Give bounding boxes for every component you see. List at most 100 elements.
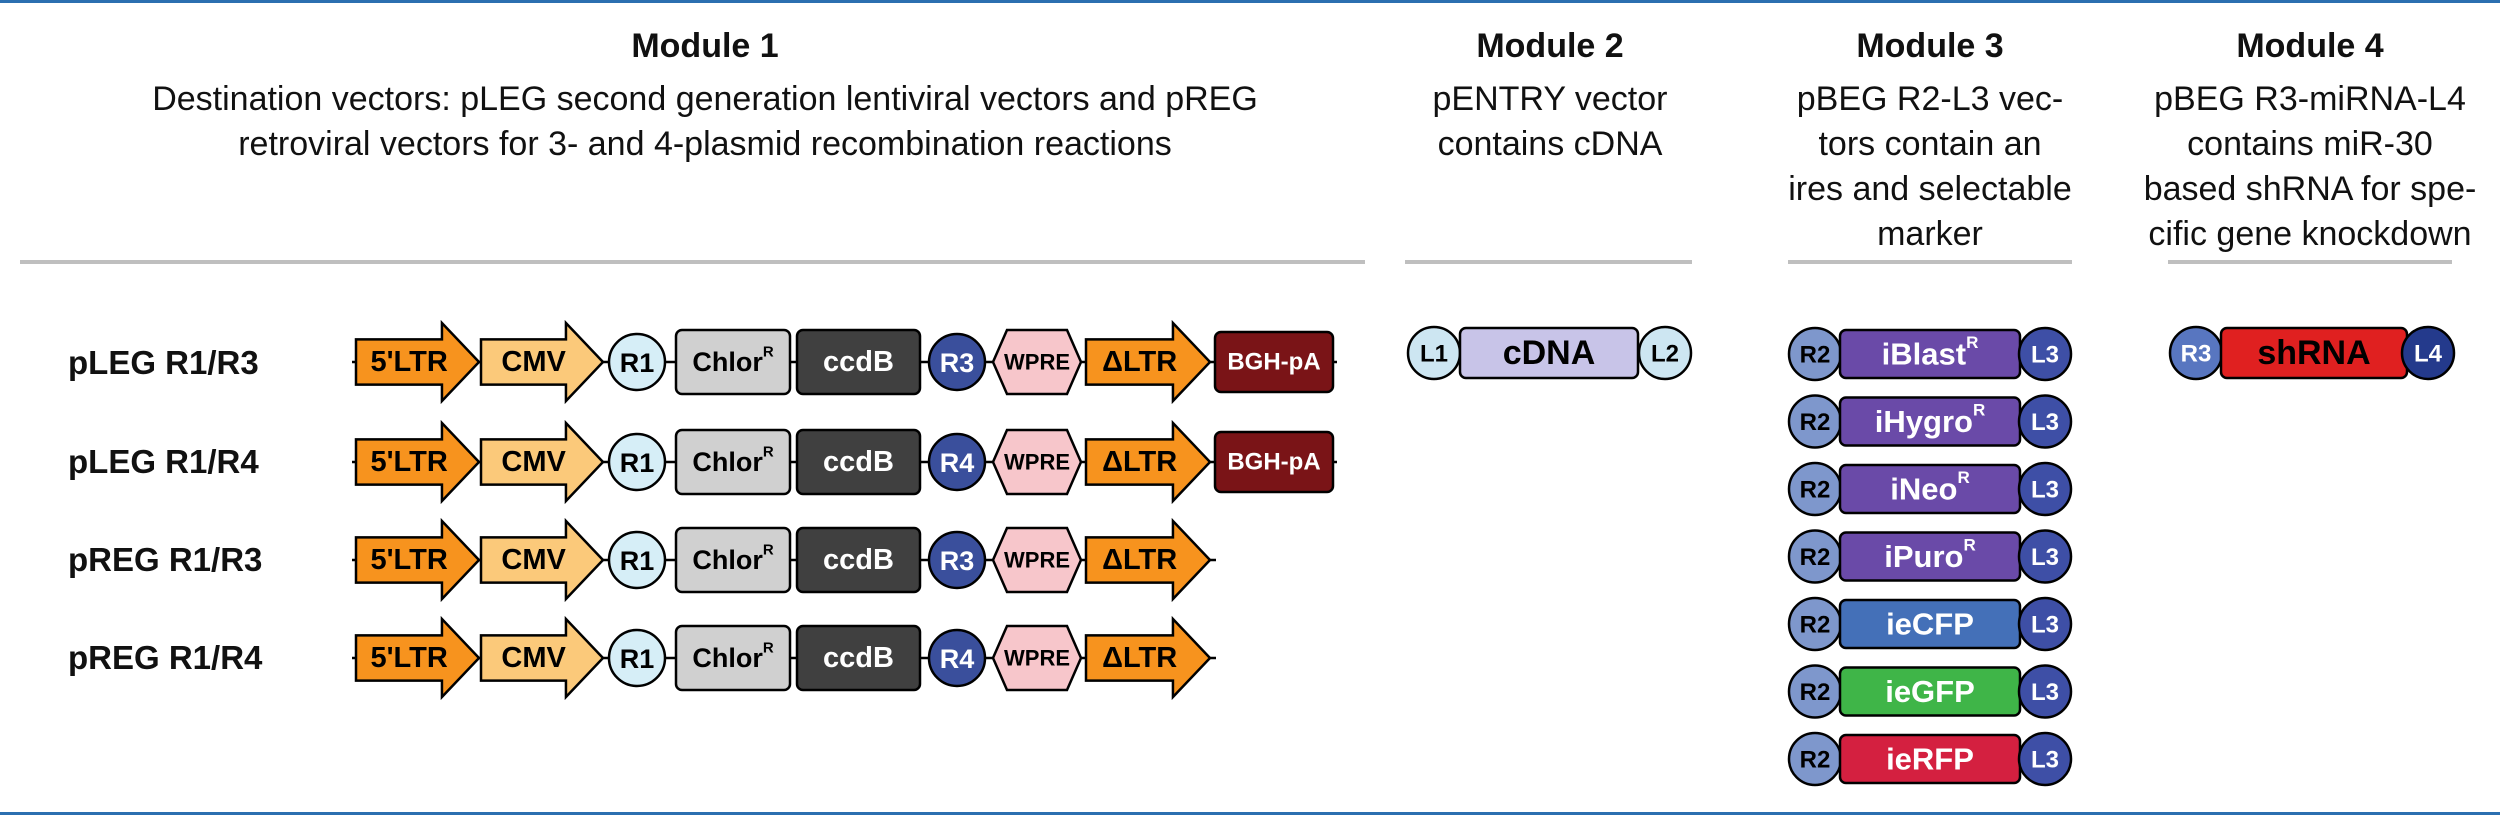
delta-ltr-arrow-label: ΔLTR — [1102, 346, 1177, 378]
marker-l3-site-label: L3 — [2031, 477, 2059, 504]
r1-site-label: R1 — [620, 644, 655, 674]
module-4-description-line: pBEG R3-miRNA-L4 — [2154, 80, 2466, 118]
delta-ltr-arrow — [1084, 319, 1212, 405]
recombination-site — [927, 628, 987, 688]
cmv-promoter-arrow — [479, 517, 605, 603]
marker-l3-site — [2017, 596, 2073, 652]
module-4-description-line: contains miR-30 — [2187, 125, 2433, 163]
marker-box-label: iNeoR — [1890, 468, 1969, 507]
bgh-pa-box — [1213, 430, 1335, 494]
module-3-description: pBEG R2-L3 vec- tors contain an ires and… — [1760, 77, 2100, 257]
r1-site — [607, 332, 667, 392]
marker-l3-site-label: L3 — [2031, 679, 2059, 706]
ccdb-box-label: ccdB — [823, 544, 894, 576]
ltr5-arrow-label: 5'LTR — [371, 346, 448, 378]
delta-ltr-arrow — [1084, 419, 1212, 505]
chlor-resistance-box — [674, 428, 792, 496]
cmv-promoter-arrow-label: CMV — [501, 446, 566, 478]
entry-l2-site — [1637, 325, 1693, 381]
marker-l3-site-label: L3 — [2031, 612, 2059, 639]
shrna-box-label: shRNA — [2257, 334, 2370, 372]
chlor-resistance-box — [674, 328, 792, 396]
delta-ltr-arrow-label: ΔLTR — [1102, 642, 1177, 674]
cmv-promoter-arrow-label: CMV — [501, 544, 566, 576]
shrna-l4-site-label: L4 — [2414, 341, 2443, 368]
marker-box-label: iHygroR — [1875, 400, 1985, 439]
module-1-description-line: Destination vectors: pLEG second generat… — [152, 80, 1258, 118]
entry-l2-site-label: L2 — [1651, 341, 1679, 368]
module-1-description-line: retroviral vectors for 3- and 4-plasmid … — [238, 125, 1172, 163]
r1-site — [607, 530, 667, 590]
module-4-title: Module 4 — [2236, 27, 2384, 65]
chlor-resistance-box-label: ChlorR — [692, 639, 774, 673]
ccdb-box — [795, 428, 922, 496]
vector-name: pREG R1/R4 — [68, 639, 263, 676]
r1-site — [607, 628, 667, 688]
marker-box-label: iPuroR — [1884, 535, 1976, 574]
module-2-description: pENTRY vector contains cDNA — [1400, 77, 1700, 167]
bottom-frame-line — [0, 812, 2500, 815]
module-2-description-line: pENTRY vector — [1432, 80, 1668, 118]
ccdb-box-label: ccdB — [823, 346, 894, 378]
ltr5-arrow — [354, 419, 481, 505]
recombination-site-label: R4 — [940, 644, 975, 674]
module-3-divider — [1788, 260, 2072, 264]
module-3-description-line: marker — [1877, 215, 1983, 253]
marker-l3-site-label: L3 — [2031, 544, 2059, 571]
ccdb-box — [795, 526, 922, 594]
vector-name: pLEG R1/R4 — [68, 443, 259, 480]
cmv-promoter-arrow-label: CMV — [501, 346, 566, 378]
recombination-site-label: R4 — [940, 448, 975, 478]
recombination-site-label: R3 — [940, 546, 975, 576]
marker-l3-site — [2017, 731, 2073, 787]
r1-site-label: R1 — [620, 546, 655, 576]
ltr5-arrow-label: 5'LTR — [371, 642, 448, 674]
bgh-pa-box-label: BGH-pA — [1227, 349, 1320, 376]
marker-r2-site-label: R2 — [1800, 477, 1831, 504]
marker-r2-site-label: R2 — [1800, 612, 1831, 639]
shrna-l4-site — [2400, 325, 2456, 381]
marker-l3-site — [2017, 664, 2073, 719]
shrna-r3-site-label: R3 — [2181, 341, 2212, 368]
wpre-element-label: WPRE — [1004, 646, 1070, 671]
marker-r2-site-label: R2 — [1800, 679, 1831, 706]
cmv-promoter-arrow — [479, 419, 605, 505]
module-4-divider — [2168, 260, 2452, 264]
ltr5-arrow — [354, 319, 481, 405]
marker-l3-site — [2017, 394, 2073, 449]
marker-r2-site-label: R2 — [1800, 544, 1831, 571]
marker-l3-site — [2017, 529, 2073, 584]
delta-ltr-arrow-label: ΔLTR — [1102, 544, 1177, 576]
r1-site — [607, 432, 667, 492]
marker-l3-site-label: L3 — [2031, 747, 2059, 774]
recombination-site-label: R3 — [940, 348, 975, 378]
ccdb-box — [795, 328, 922, 396]
wpre-element-label: WPRE — [1004, 450, 1070, 475]
marker-box-label: ieRFP — [1886, 742, 1974, 777]
recombination-site — [927, 432, 987, 492]
ltr5-arrow — [354, 517, 481, 603]
bgh-pa-box — [1213, 330, 1335, 394]
module-1-description: Destination vectors: pLEG second generat… — [20, 77, 1390, 167]
module-2-title: Module 2 — [1476, 27, 1624, 65]
module-3-description-line: ires and selectable — [1788, 170, 2072, 208]
ltr5-arrow-label: 5'LTR — [371, 446, 448, 478]
entry-l1-site-label: L1 — [1420, 341, 1448, 368]
marker-r2-site-label: R2 — [1800, 409, 1831, 436]
wpre-element — [991, 526, 1083, 594]
module-3-description-line: tors contain an — [1818, 125, 2042, 163]
chlor-resistance-box-label: ChlorR — [692, 443, 774, 477]
marker-l3-site-label: L3 — [2031, 342, 2059, 369]
ccdb-box — [795, 624, 922, 692]
wpre-element-label: WPRE — [1004, 548, 1070, 573]
module-2-divider — [1405, 260, 1692, 264]
ltr5-arrow — [354, 615, 481, 701]
marker-l3-site — [2017, 461, 2073, 517]
marker-l3-site-label: L3 — [2031, 409, 2059, 436]
cdna-box-label: cDNA — [1503, 334, 1596, 372]
delta-ltr-arrow — [1084, 615, 1212, 701]
vector-name: pREG R1/R3 — [68, 541, 263, 578]
bgh-pa-box-label: BGH-pA — [1227, 449, 1320, 476]
marker-box-label: ieCFP — [1886, 607, 1974, 642]
